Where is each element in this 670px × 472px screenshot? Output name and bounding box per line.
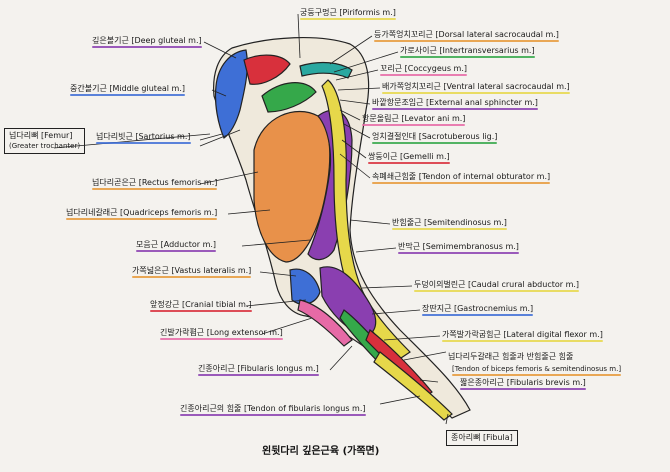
label-fibularis-brevis: 짧은종아리근 [Fibularis brevis m.] [460,378,586,390]
leader-lines [53,13,449,425]
label-vastus-lateralis: 가쪽넓은근 [Vastus lateralis m.] [132,266,252,278]
label-biceps-semitendinosus-tendon-en: [Tendon of biceps femoris & semitendinos… [452,364,622,376]
leg-drawing [213,37,471,421]
femur-label: 넙다리뼈 [Femur] [9,131,73,140]
teal-upper-strip [299,61,353,79]
pink-lower-band [297,299,353,347]
label-piriformis: 궁둥구멍근 [Piriformis m.] [300,8,396,20]
blue-gluteal-region [214,49,248,139]
yellow-tendon-lower [373,351,453,421]
label-levator-ani: 항문올림근 [Levator ani m.] [362,114,466,126]
purple-lower-gastrocnemius [319,266,377,337]
label-cranial-tibial: 앞정강근 [Cranial tibial m.] [150,300,252,312]
green-upper-muscle [261,82,317,113]
label-semimembranosus: 반막근 [Semimembranosus m.] [398,242,519,254]
label-rectus-femoris: 넙다리곧은근 [Rectus femoris m.] [92,178,218,190]
label-sacrotuberous-lig: 엉치결절인대 [Sacrotuberous lig.] [372,132,498,144]
label-long-extensor: 긴발가락폄근 [Long extensor m.] [160,328,283,340]
fibula-label: 종아리뼈 [Fibula] [451,433,513,442]
label-tendon-internal-obturator: 속폐쇄근힘줄 [Tendon of internal obturator m.] [372,172,551,184]
fibula-box: 종아리뼈 [Fibula] [446,430,518,446]
label-adductor: 모음근 [Adductor m.] [136,240,217,252]
blue-lower-band [289,268,321,305]
page-title: 왼뒷다리 깊은근육 (가쪽면) [262,446,380,457]
label-intertransversarius: 가로사이근 [Intertransversarius m.] [400,46,535,58]
label-semitendinosus: 반힘줄근 [Semitendinosus m.] [392,218,507,230]
label-gemelli: 쌍둥이근 [Gemelli m.] [368,152,450,164]
label-fibularis-longus: 긴종아리근 [Fibularis longus m.] [198,364,319,376]
label-lateral-digital-flexor: 가쪽발가락굽힘근 [Lateral digital flexor m.] [442,330,603,342]
red-gluteal-accent [243,54,291,85]
label-ventral-lateral-sacrocaudal: 배가쪽엉치꼬리근 [Ventral lateral sacrocaudal m.… [382,82,570,94]
label-coccygeus: 꼬리근 [Coccygeus m.] [380,64,467,76]
label-caudal-crural-abductor: 두덩이의벌린근 [Caudal crural abductor m.] [414,280,580,292]
label-sartorius: 넙다리빗근 [Sartorius m.] [96,132,191,144]
label-gastrocnemius: 장딴지근 [Gastrocnemius m.] [422,304,534,316]
label-external-anal-sphincter: 바깥항문조임근 [External anal sphincter m.] [372,98,538,110]
label-quadriceps-femoris: 넙다리네갈래근 [Quadriceps femoris m.] [66,208,218,220]
label-dorsal-lateral-sacrocaudal: 등가쪽엉치꼬리근 [Dorsal lateral sacrocaudal m.] [374,30,559,42]
label-deep-gluteal: 깊은볼기근 [Deep gluteal m.] [92,36,202,48]
femur-box: 넙다리뼈 [Femur] (Greater trochanter) [4,128,86,154]
label-middle-gluteal: 중간볼기근 [Middle gluteal m.] [70,84,185,96]
label-tendon-fibularis-longus: 긴종아리근의 힘줄 [Tendon of fibularis longus m.… [180,404,366,416]
label-biceps-semitendinosus-tendon-ko: 넙다리두갈래근 힘줄과 반힘줄근 힘줄 [448,352,574,361]
greater-trochanter-label: (Greater trochanter) [9,142,81,150]
